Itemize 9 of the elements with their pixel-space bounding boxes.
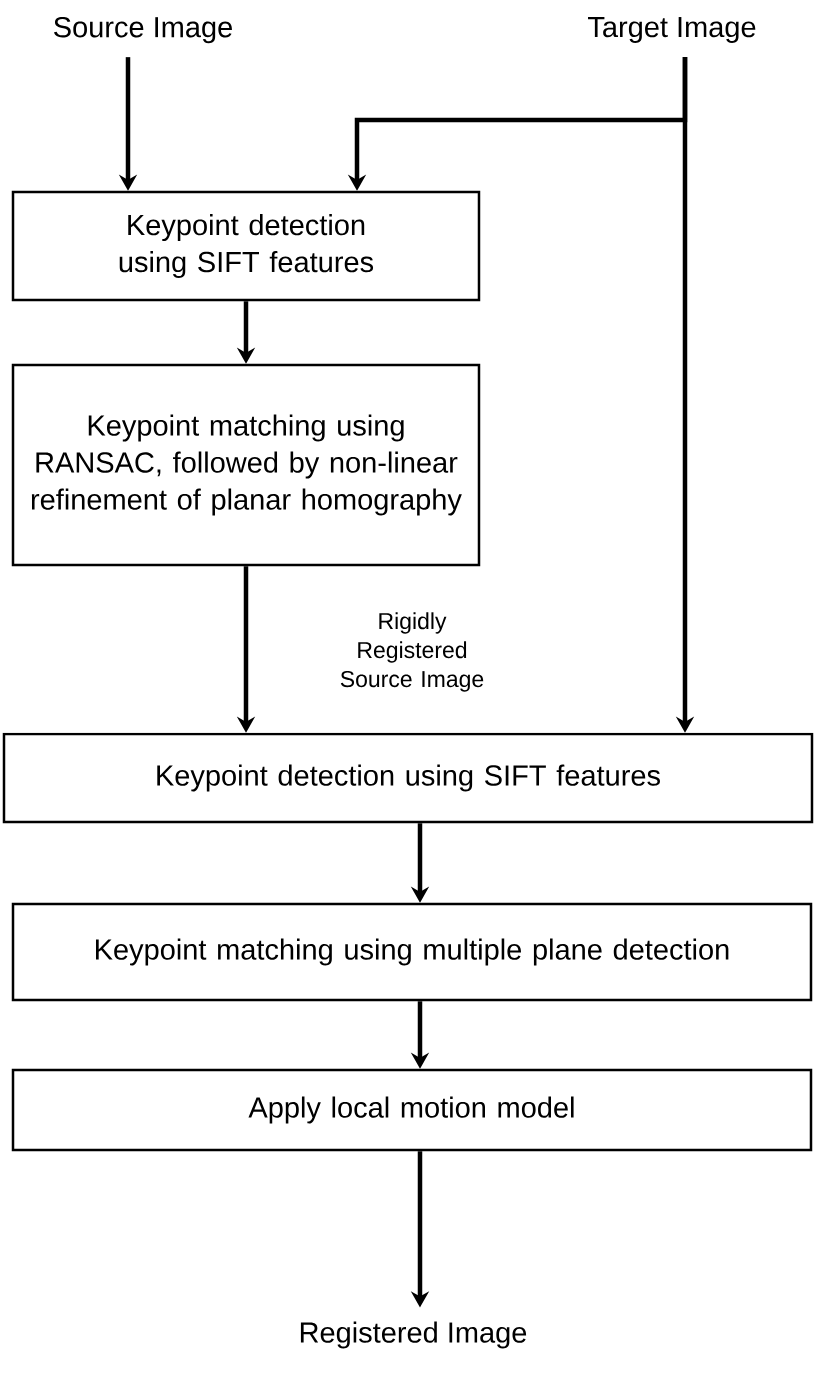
process-box: Keypoint detection using SIFT features xyxy=(11,190,481,302)
output-label: Registered Image xyxy=(300,1321,527,1349)
input-label: Target Image xyxy=(588,17,756,43)
input-label: Source Image xyxy=(54,16,232,44)
process-box: Apply local motion model xyxy=(11,1068,813,1152)
process-box: Keypoint matching using RANSAC, followed by non-linear refinement of planar homography xyxy=(11,363,481,567)
edge-label: Rigidly Registered Source Image xyxy=(320,610,504,694)
process-box: Keypoint matching using multiple plane detection xyxy=(11,902,813,1002)
process-box: Keypoint detection using SIFT features xyxy=(2,732,814,824)
